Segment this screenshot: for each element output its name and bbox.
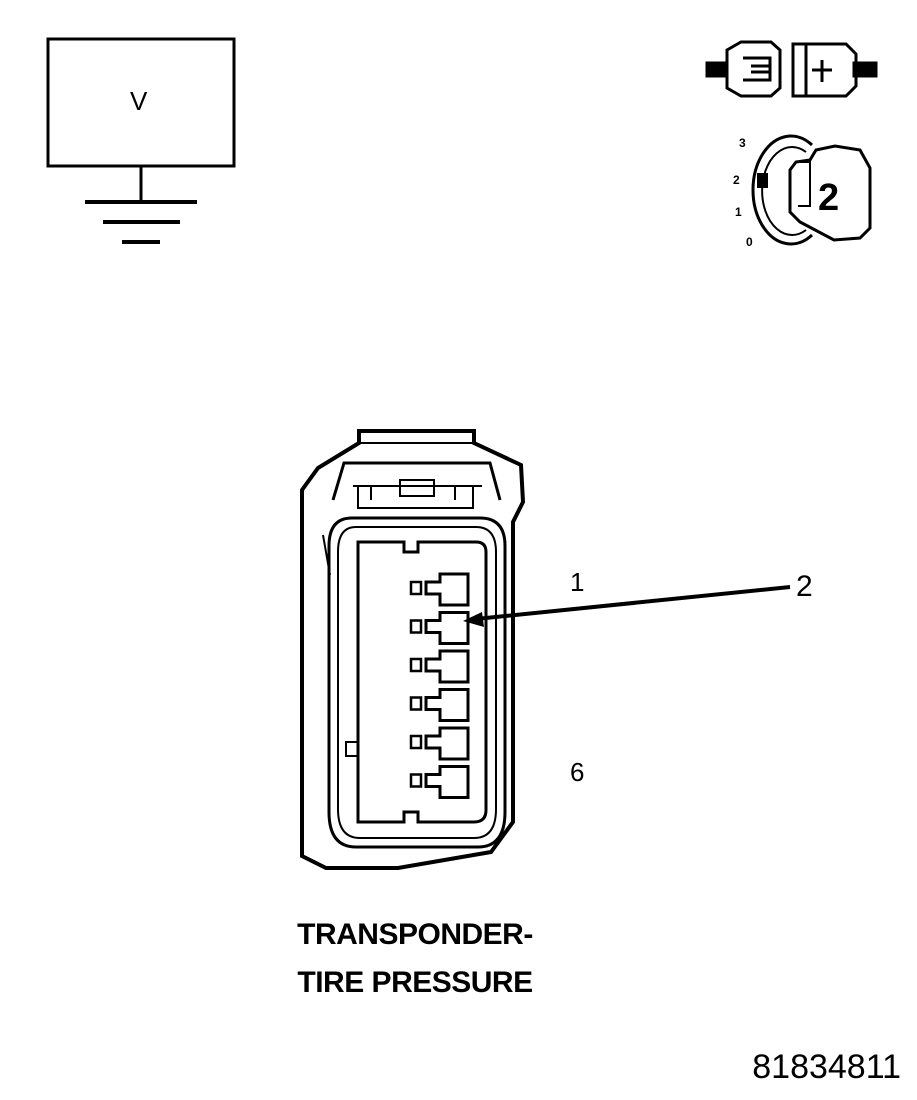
ignition-position-3: 3 [739,136,746,150]
connector-pin [409,572,470,607]
pin-cavity [356,540,488,824]
connector-pin [409,649,470,684]
housing-outline [300,429,526,870]
ignition-position-0: 0 [746,235,753,249]
ignition-key-label: 2 [818,177,840,219]
connector-pin [409,611,470,645]
connector-seal-inner [337,526,497,839]
ground-icon [85,200,197,244]
figure-id: 81834811 [752,1048,901,1086]
connector-disconnected-icon [705,40,878,98]
connector-pin [409,688,470,722]
connector-pin [409,726,470,761]
connector-title-line2: TIRE PRESSURE [297,966,533,999]
pin-last-label: 6 [570,757,585,787]
meter-label: V [130,86,148,116]
pin-group [409,572,470,799]
ignition-position-2: 2 [733,173,740,187]
callout-leader [463,585,791,627]
connector-title-line1: TRANSPONDER- [297,918,533,951]
callout-label: 2 [796,570,813,603]
ignition-dial [751,134,814,246]
ignition-position-1: 1 [735,205,742,219]
voltmeter-icon [46,37,236,244]
ignition-switch-icon [751,134,872,246]
pin-first-label: 1 [570,567,585,597]
callout-arrowhead [463,612,484,627]
connector-pin [409,765,470,799]
position-marker [757,173,768,188]
connector-housing [300,429,526,870]
connector-seal-outer [327,516,507,849]
